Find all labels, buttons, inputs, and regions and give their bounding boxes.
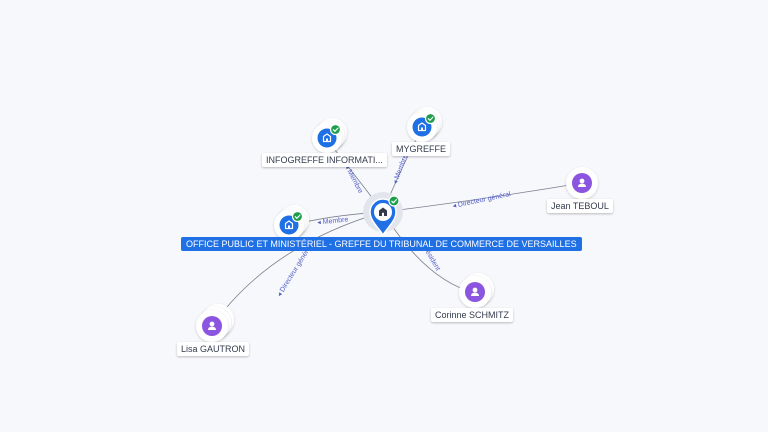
- person-label-lisa-gautron[interactable]: Lisa GAUTRON: [177, 342, 250, 356]
- edge-jean: [382, 182, 583, 213]
- building-icon: [379, 207, 387, 216]
- verified-badge-icon: [388, 195, 400, 207]
- person-node-jean-teboul[interactable]: [566, 167, 598, 199]
- person-label-jean-teboul[interactable]: Jean TEBOUL: [547, 199, 613, 213]
- verified-badge-icon: [329, 123, 342, 136]
- person-node-lisa-gautron[interactable]: [196, 304, 234, 342]
- edge-label-company3: ◂ Membre: [317, 216, 349, 226]
- person-node-corinne-schmitz[interactable]: [459, 273, 494, 308]
- edge-label-jean: ◂ Directeur général: [452, 191, 512, 210]
- verified-badge-icon: [424, 112, 437, 125]
- center-company-node[interactable]: [363, 192, 403, 237]
- company-label-mygreffe[interactable]: MYGREFFE: [392, 142, 451, 156]
- company-node-3[interactable]: [274, 205, 309, 240]
- edge-label-mygreffe: ◂ Membre: [392, 154, 409, 186]
- edge-label-lisa: ◂ Directeur général: [276, 244, 314, 298]
- person-label-corinne-schmitz[interactable]: Corinne SCHMITZ: [431, 308, 514, 322]
- company-label-infogreffe[interactable]: INFOGREFFE INFORMATI...: [262, 153, 387, 167]
- center-company-label[interactable]: OFFICE PUBLIC ET MINISTÉRIEL - GREFFE DU…: [181, 237, 582, 251]
- company-node-infogreffe[interactable]: [312, 118, 347, 153]
- company-node-mygreffe[interactable]: [407, 107, 442, 142]
- verified-badge-icon: [291, 210, 304, 223]
- edge-label-infogreffe: ◂ Membre: [343, 164, 364, 195]
